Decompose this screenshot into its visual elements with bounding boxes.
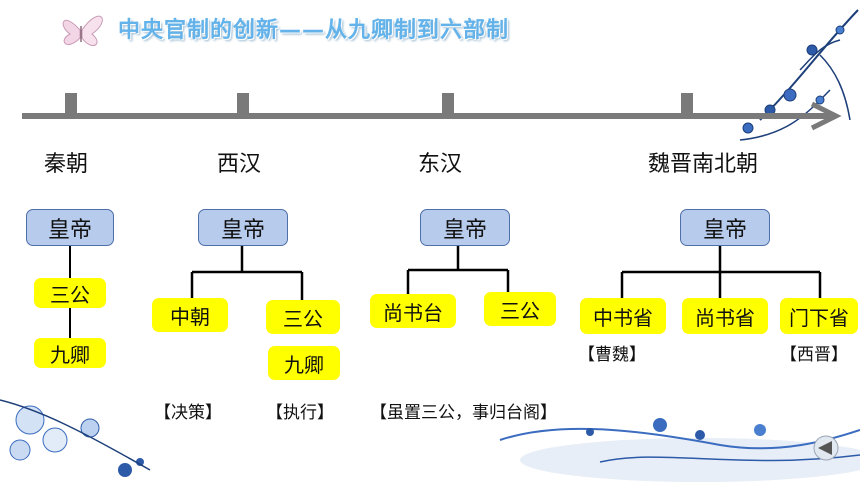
weijin-shangshu-box: 尚书省 (682, 298, 768, 334)
ink-wash-decoration (499, 418, 860, 482)
weijin-note-caowei: 【曹魏】 (578, 345, 646, 365)
era-label-donghan: 东汉 (418, 152, 463, 177)
xihan-zhongchao-box: 中朝 (152, 298, 228, 332)
page-title: 中央官制的创新——从九卿制到六部制 (118, 18, 510, 43)
qin-sangong-box: 三公 (34, 278, 106, 308)
xihan-connectors (190, 246, 304, 300)
blossom-branch-decoration (739, 9, 859, 141)
weijin-connectors (620, 246, 822, 298)
donghan-connectors (406, 246, 510, 294)
prev-arrow-icon[interactable] (813, 435, 839, 461)
weijin-menxia-box: 门下省 (780, 298, 858, 334)
emperor-box-weijin: 皇帝 (680, 209, 770, 246)
donghan-sangong-box: 三公 (484, 292, 556, 326)
donghan-note: 【虽置三公，事归台阁】 (370, 403, 557, 423)
xihan-note-decision: 【决策】 (154, 403, 222, 423)
timeline-tick-donghan (442, 93, 454, 113)
era-label-qin: 秦朝 (44, 152, 89, 177)
xihan-note-execution: 【执行】 (266, 403, 334, 423)
weijin-zhongshu-box: 中书省 (580, 298, 666, 334)
xihan-sangong-box: 三公 (266, 300, 340, 334)
blossom-cluster-decoration (0, 399, 151, 477)
butterfly-icon (62, 15, 103, 47)
timeline-arrow (22, 93, 842, 131)
era-label-xihan: 西汉 (217, 152, 262, 177)
emperor-box-qin: 皇帝 (26, 209, 114, 246)
weijin-note-xijin: 【西晋】 (780, 345, 848, 365)
emperor-box-xihan: 皇帝 (198, 209, 288, 246)
xihan-jiuqing-box: 九卿 (268, 346, 340, 380)
era-label-weijin: 魏晋南北朝 (648, 152, 759, 177)
qin-jiuqing-box: 九卿 (34, 338, 106, 368)
donghan-shangshutai-box: 尚书台 (370, 294, 456, 328)
timeline-tick-weijin (681, 93, 693, 113)
timeline-tick-qin (65, 93, 77, 113)
timeline-tick-xihan (237, 93, 249, 113)
emperor-box-donghan: 皇帝 (420, 209, 510, 246)
